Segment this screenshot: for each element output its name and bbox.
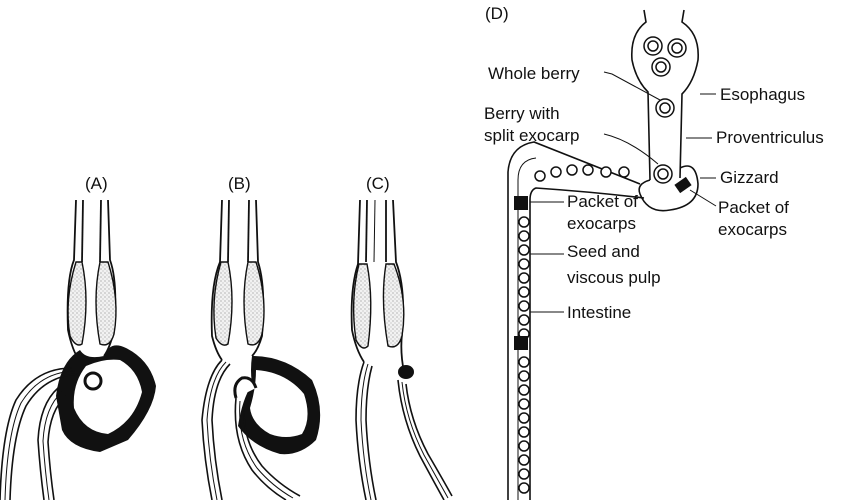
panel-c-label: (C) xyxy=(366,174,390,193)
seed xyxy=(519,455,529,465)
seeds-vertical xyxy=(519,217,529,493)
esophagus-label: Esophagus xyxy=(720,85,805,104)
panel-c-diagram: (C) xyxy=(352,174,452,500)
berry-split-label-1: Berry with xyxy=(484,104,560,123)
panel-b-diagram: (B) xyxy=(202,174,320,500)
panel-a-diagram: (A) xyxy=(0,174,156,500)
seeds-horizontal xyxy=(535,165,629,181)
seed xyxy=(519,301,529,311)
seed xyxy=(519,483,529,493)
packet-right-label-2: exocarps xyxy=(718,220,787,239)
seed xyxy=(519,231,529,241)
seed xyxy=(519,245,529,255)
seed xyxy=(519,399,529,409)
seed-label-1: Seed and xyxy=(567,242,640,261)
seed xyxy=(519,469,529,479)
seed xyxy=(519,273,529,283)
proventriculus-label: Proventriculus xyxy=(716,128,824,147)
packet-left-label-2: exocarps xyxy=(567,214,636,233)
seed-label-2: viscous pulp xyxy=(567,268,661,287)
seed xyxy=(519,287,529,297)
intestine-label: Intestine xyxy=(567,303,631,322)
seed xyxy=(519,315,529,325)
panel-b-label: (B) xyxy=(228,174,251,193)
panel-d-labels: Whole berry Esophagus Berry with split e… xyxy=(484,64,824,322)
seed xyxy=(519,357,529,367)
seed xyxy=(519,385,529,395)
seed xyxy=(519,217,529,227)
berry-split-label-2: split exocarp xyxy=(484,126,579,145)
seed xyxy=(519,441,529,451)
panel-d-label: (D) xyxy=(485,4,509,23)
whole-berry-label: Whole berry xyxy=(488,64,580,83)
seed xyxy=(519,427,529,437)
seed xyxy=(519,413,529,423)
panel-a-label: (A) xyxy=(85,174,108,193)
gizzard-label: Gizzard xyxy=(720,168,779,187)
seed xyxy=(519,259,529,269)
packet-left-label-1: Packet of xyxy=(567,192,638,211)
packet-right-label-1: Packet of xyxy=(718,198,789,217)
seed xyxy=(519,371,529,381)
